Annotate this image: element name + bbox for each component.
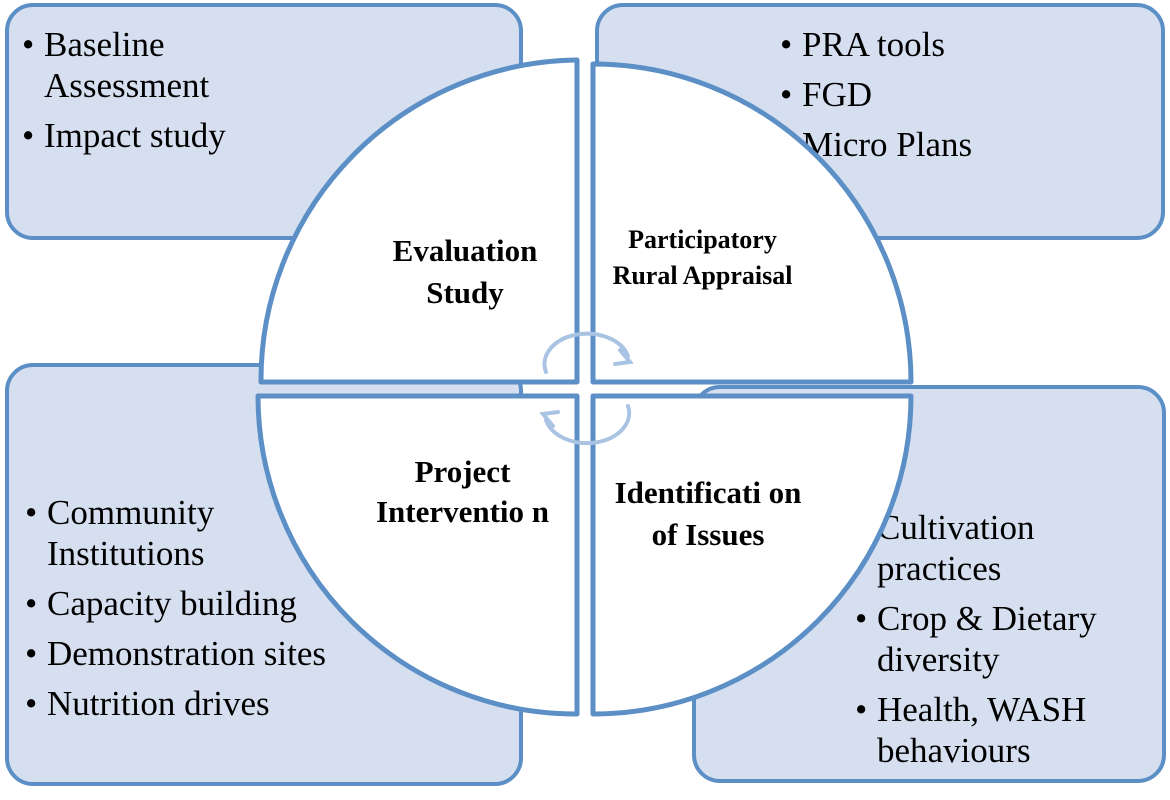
quadrant-top-left: [258, 57, 580, 385]
bullet: •: [780, 75, 793, 114]
list-item-text: Demonstration sites: [47, 634, 326, 673]
quadrant-label-evaluation: Evaluation Study: [392, 233, 538, 310]
bullet: •: [25, 584, 38, 623]
bullet: •: [22, 25, 35, 64]
list-item: •Demonstration sites: [25, 633, 365, 674]
quadrant-bottom-right: [590, 393, 914, 717]
bullet: •: [25, 493, 38, 532]
quadrant-bottom-left: [255, 393, 580, 717]
quadrant-label-pra: Participatory Rural Appraisal: [612, 225, 793, 290]
list-top-right: •PRA tools •FGD Micro Plans: [780, 24, 1110, 174]
list-item: •Community Institutions: [25, 492, 365, 574]
list-item-text: PRA tools: [802, 25, 945, 64]
quadrant-label-intervention: Project Interventio n: [375, 454, 550, 529]
list-item: •Capacity building: [25, 583, 365, 624]
list-item-text: FGD: [802, 75, 873, 114]
list-item: •Crop & Dietary diversity: [855, 598, 1155, 680]
list-item: •FGD: [780, 74, 1110, 115]
bullet: •: [855, 690, 868, 729]
bullet: •: [22, 116, 35, 155]
list-item: •Health, WASH behaviours: [855, 689, 1155, 771]
bullet: •: [25, 684, 38, 723]
quadrant-top-right: [590, 61, 914, 385]
list-item-text: Crop & Dietary diversity: [877, 599, 1097, 679]
bullet: •: [25, 634, 38, 673]
list-item-text: Health, WASH behaviours: [877, 690, 1087, 770]
list-item-text: Micro Plans: [802, 125, 973, 164]
quadrant-label-issues: Identificati on of Issues: [614, 475, 802, 552]
bullet: •: [855, 599, 868, 638]
list-item: •Impact study: [22, 115, 322, 156]
list-item: •PRA tools: [780, 24, 1110, 65]
list-item-text: Capacity building: [47, 584, 297, 623]
list-item: •Nutrition drives: [25, 683, 365, 724]
cycle-arrows-icon: [539, 331, 634, 446]
list-item-text: Baseline Assessment: [44, 25, 210, 105]
list-item: Micro Plans: [780, 124, 1110, 165]
list-bottom-left: •Community Institutions •Capacity buildi…: [25, 492, 365, 733]
list-bottom-right: Cultivation practices •Crop & Dietary di…: [855, 507, 1155, 780]
list-item-text: Community Institutions: [47, 493, 215, 573]
list-item-text: Impact study: [44, 116, 226, 155]
list-top-left: •Baseline Assessment •Impact study: [22, 24, 322, 165]
list-item: •Baseline Assessment: [22, 24, 322, 106]
list-item-text: Nutrition drives: [47, 684, 270, 723]
list-item-text: Cultivation practices: [877, 508, 1035, 588]
bullet: •: [780, 25, 793, 64]
list-item: Cultivation practices: [855, 507, 1155, 589]
